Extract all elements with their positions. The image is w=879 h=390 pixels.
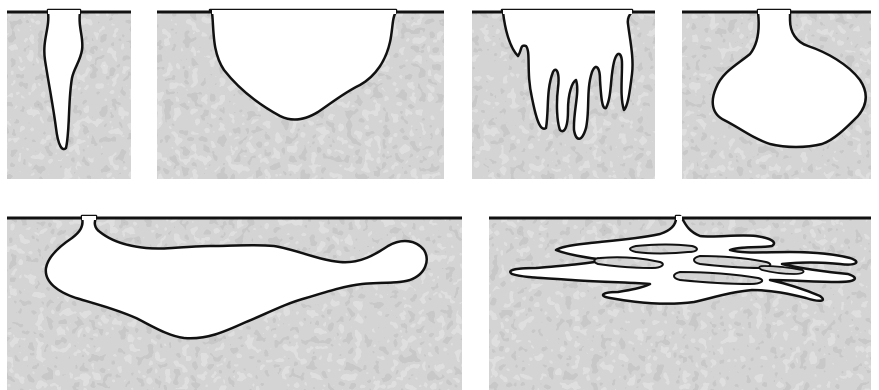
panel-layered-laminar bbox=[489, 216, 871, 390]
panel-undercut bbox=[682, 10, 871, 179]
panel-wide-shallow bbox=[157, 10, 444, 179]
panel-subsurface-elongated bbox=[7, 216, 462, 390]
panel-fingered bbox=[472, 10, 655, 179]
panel-narrow-deep bbox=[7, 10, 131, 179]
metal-lamina bbox=[630, 245, 697, 254]
